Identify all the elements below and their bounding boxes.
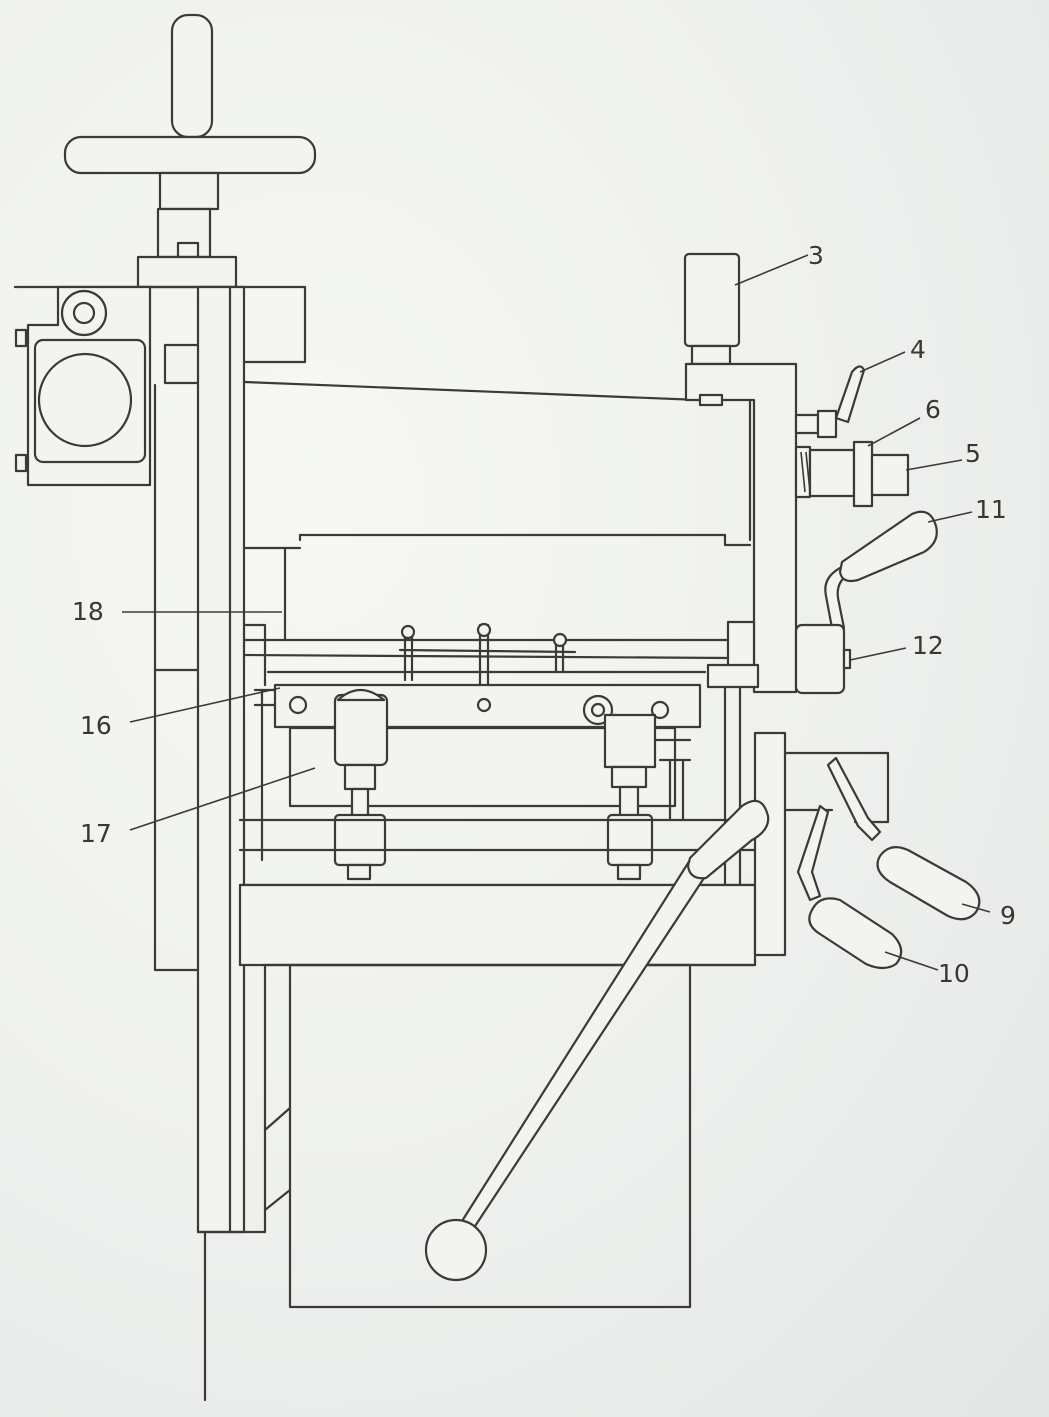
leader-lines bbox=[122, 254, 991, 971]
handwheel-collar bbox=[136, 255, 238, 289]
clamp-right-linkage bbox=[653, 738, 692, 822]
carriage-roller-hub bbox=[590, 702, 606, 718]
coupling-cap bbox=[870, 453, 910, 497]
handle-11-grip bbox=[838, 510, 938, 583]
handwheel-rim bbox=[63, 135, 317, 175]
carriage-bolt-left bbox=[288, 695, 308, 715]
pedal-10-pad bbox=[808, 897, 903, 970]
coupling bbox=[794, 440, 910, 508]
rail-post-3-cap bbox=[552, 632, 568, 648]
label-18: 18 bbox=[72, 597, 104, 626]
carriage-bolt-right bbox=[650, 700, 670, 720]
label-9: 9 bbox=[1000, 901, 1016, 930]
clamp-right-neck bbox=[610, 765, 648, 789]
long-lever-ball bbox=[424, 1218, 488, 1282]
clamp-frame bbox=[288, 688, 692, 881]
guide-rail bbox=[243, 620, 756, 692]
clamp-right-foot bbox=[616, 863, 642, 881]
long-lever-grip bbox=[686, 799, 770, 880]
long-lever bbox=[424, 799, 770, 1282]
gear-housing bbox=[13, 285, 307, 487]
leader-5 bbox=[905, 459, 963, 471]
clamp-left-block bbox=[333, 813, 387, 867]
block-12-stud bbox=[842, 648, 852, 670]
column-rail bbox=[196, 285, 246, 1234]
label-4: 4 bbox=[910, 335, 926, 364]
label-17: 17 bbox=[80, 819, 112, 848]
housing-top-plate bbox=[13, 285, 307, 364]
roll-housing-bottom bbox=[298, 533, 752, 547]
guide-rail-right-clamp bbox=[726, 620, 756, 668]
pedal-9-stem bbox=[826, 756, 882, 842]
counterweight bbox=[683, 252, 741, 348]
pedal-9 bbox=[826, 756, 981, 921]
rail-post-2-cap bbox=[476, 622, 492, 638]
clamp-left-neck bbox=[343, 763, 377, 791]
rail-crossbar bbox=[398, 648, 577, 654]
label-12: 12 bbox=[912, 631, 944, 660]
gearbox-lug-top bbox=[14, 328, 28, 348]
column-foot bbox=[196, 963, 267, 1234]
left-column bbox=[153, 285, 292, 1402]
carriage-left-guide bbox=[253, 688, 277, 862]
lever-4-socket bbox=[794, 413, 820, 435]
coupling-body bbox=[808, 448, 856, 498]
clamp-left-head bbox=[333, 693, 389, 767]
gearbox-gear bbox=[37, 352, 133, 448]
handwheel-nut bbox=[176, 241, 200, 259]
label-6: 6 bbox=[925, 395, 941, 424]
gearbox-bolt-inner bbox=[72, 301, 96, 325]
guide-rail-left-end bbox=[243, 623, 267, 687]
pedal-9-pad bbox=[876, 845, 981, 921]
leader-17 bbox=[129, 767, 316, 831]
clamp-right-head bbox=[603, 713, 657, 769]
leader-16 bbox=[129, 687, 281, 723]
post-arm-pin bbox=[698, 393, 724, 407]
coupling-collar bbox=[852, 440, 874, 508]
lever-4-handle bbox=[834, 365, 866, 424]
clamp-left-dome bbox=[336, 688, 386, 702]
bed-end-plate bbox=[753, 731, 787, 957]
clamp-right-stem bbox=[618, 785, 640, 819]
handwheel-grip bbox=[170, 13, 214, 139]
handwheel bbox=[63, 13, 317, 289]
callout-labels: 3 4 6 5 11 12 18 16 17 9 10 bbox=[72, 241, 1016, 988]
lever-4-block bbox=[816, 409, 838, 439]
label-16: 16 bbox=[80, 711, 112, 740]
column-outer-edge bbox=[153, 383, 199, 972]
post-arm bbox=[684, 362, 798, 694]
bed-top-boss bbox=[706, 663, 760, 689]
roll-housing-lip bbox=[243, 546, 302, 642]
leader-12 bbox=[849, 647, 907, 661]
clamp-right-block bbox=[606, 813, 654, 867]
label-3: 3 bbox=[808, 241, 824, 270]
rail-post-1-cap bbox=[400, 624, 416, 640]
roll-housing-top bbox=[243, 380, 702, 402]
right-post bbox=[683, 252, 798, 694]
roll-housing bbox=[243, 380, 752, 642]
leader-10 bbox=[884, 951, 939, 971]
leader-3 bbox=[734, 254, 809, 286]
counterweight-neck bbox=[690, 344, 732, 366]
column-brace bbox=[263, 1106, 292, 1212]
gearbox-lug-bottom bbox=[14, 453, 28, 473]
pedal-10 bbox=[796, 804, 903, 970]
block-12 bbox=[794, 623, 846, 695]
lever-4 bbox=[794, 365, 866, 439]
leader-4 bbox=[859, 351, 906, 373]
label-10: 10 bbox=[938, 959, 970, 988]
leader-9 bbox=[961, 903, 991, 913]
handwheel-hub bbox=[158, 171, 220, 211]
clamp-left-foot bbox=[346, 863, 372, 881]
label-11: 11 bbox=[975, 495, 1007, 524]
pedal-10-stem bbox=[796, 804, 830, 902]
carriage-bolt-mid bbox=[476, 697, 492, 713]
label-5: 5 bbox=[965, 439, 981, 468]
base-cabinet bbox=[288, 963, 692, 1309]
handle-11 bbox=[794, 510, 938, 695]
leader-11 bbox=[927, 511, 973, 523]
leader-6 bbox=[867, 417, 921, 447]
